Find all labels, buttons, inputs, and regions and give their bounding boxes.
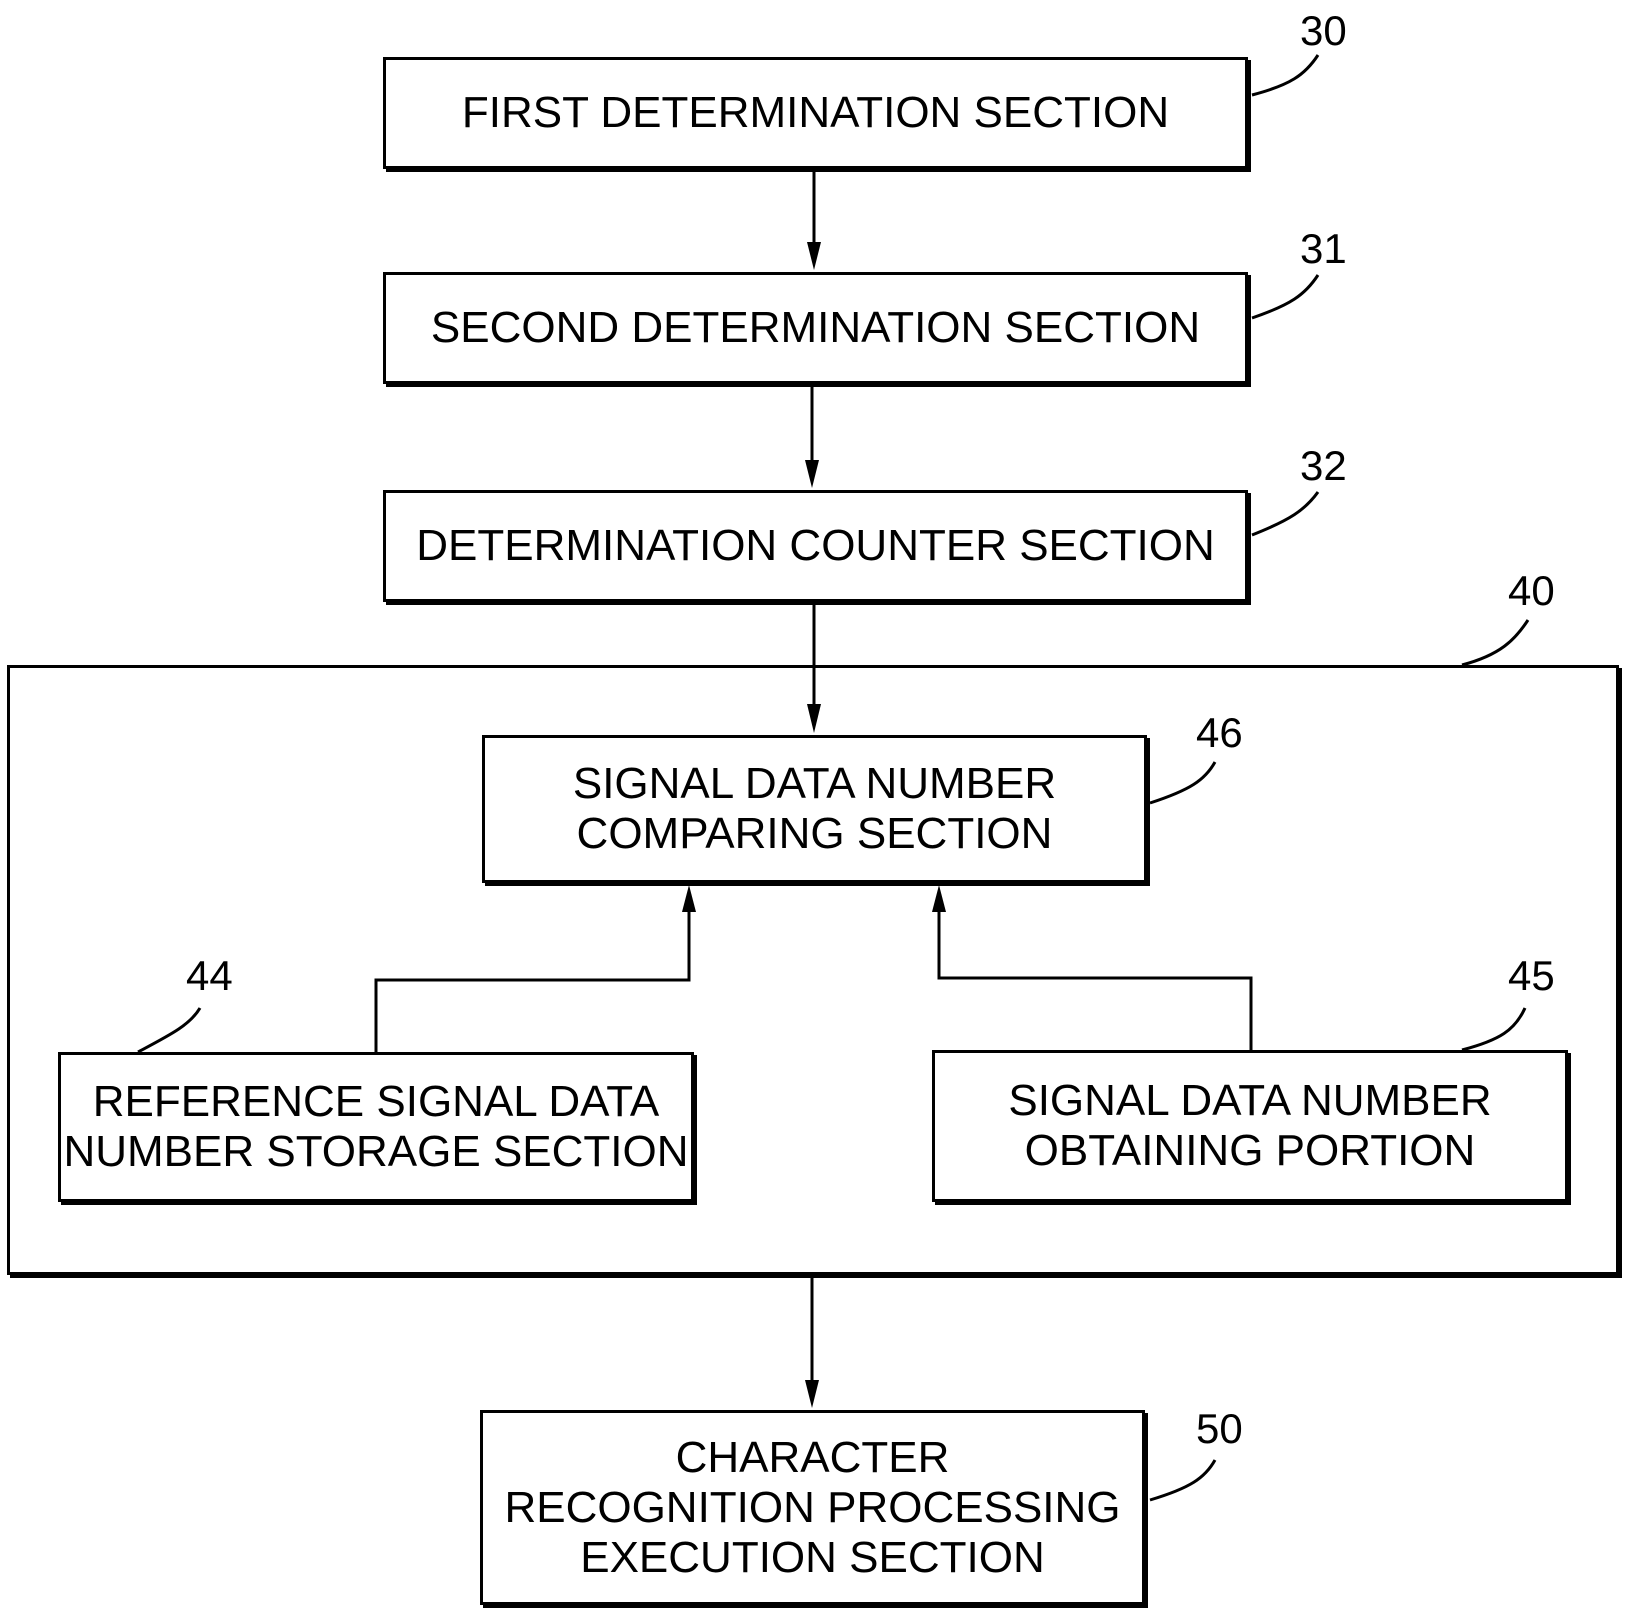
ref-number-46: 46: [1196, 712, 1243, 754]
arrowhead-first-to-second: [807, 242, 821, 270]
leader-45: [1462, 1008, 1525, 1050]
arrow-reference-to-comparing: [376, 900, 689, 1052]
ref-number-32: 32: [1300, 445, 1347, 487]
arrowhead-obtaining-to-comparing: [932, 885, 946, 912]
arrowhead-group-to-recognition: [805, 1380, 819, 1408]
arrowhead-counter-to-comparing: [807, 704, 821, 733]
leader-44: [138, 1008, 200, 1052]
leader-32: [1252, 492, 1318, 535]
arrow-obtaining-to-comparing: [939, 900, 1251, 1050]
ref-number-50: 50: [1196, 1408, 1243, 1450]
ref-number-44: 44: [186, 955, 233, 997]
leader-30: [1252, 55, 1318, 95]
ref-number-45: 45: [1508, 955, 1555, 997]
ref-number-31: 31: [1300, 228, 1347, 270]
arrowhead-reference-to-comparing: [682, 885, 696, 912]
leader-46: [1150, 762, 1215, 803]
arrowhead-second-to-counter: [805, 460, 819, 488]
ref-number-30: 30: [1300, 10, 1347, 52]
leader-40: [1462, 620, 1528, 665]
leader-50: [1150, 1460, 1215, 1500]
ref-number-40: 40: [1508, 570, 1555, 612]
leader-31: [1252, 275, 1318, 318]
